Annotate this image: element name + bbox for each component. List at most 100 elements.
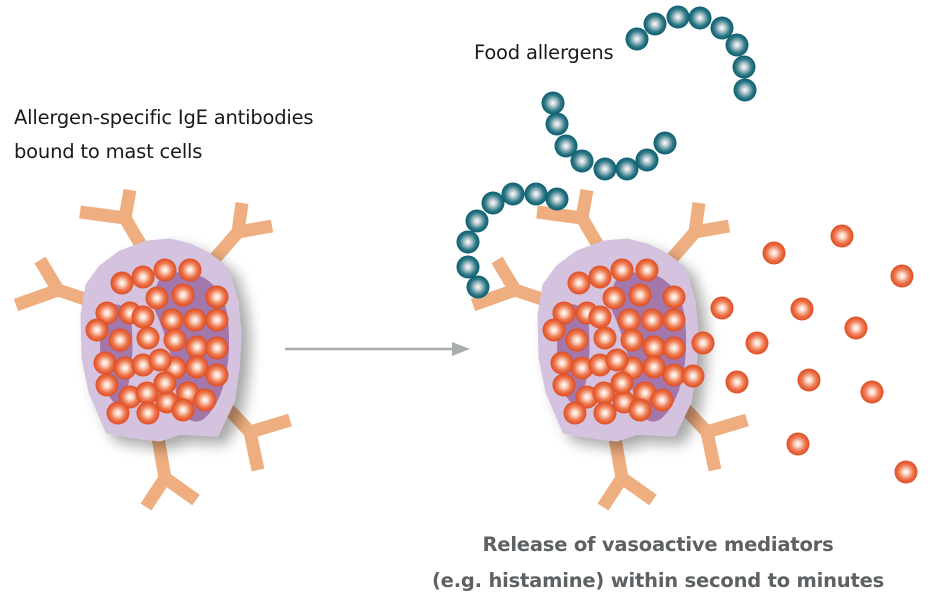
released-granules	[710, 224, 918, 484]
allergen-bead	[733, 78, 757, 102]
released-granule	[890, 264, 914, 288]
ige-antibody	[207, 202, 274, 267]
released-granule	[830, 224, 854, 248]
allergen-bead	[481, 191, 505, 215]
granule	[185, 335, 209, 359]
granule	[135, 381, 159, 405]
granule	[93, 351, 117, 375]
granule	[662, 285, 686, 309]
granule	[106, 401, 130, 425]
allergen-bead	[570, 149, 594, 173]
granule	[642, 335, 666, 359]
ige-antibody	[140, 436, 200, 511]
granule	[171, 398, 195, 422]
ige-antibody	[597, 436, 657, 511]
released-granule	[745, 331, 769, 355]
granule	[662, 336, 686, 360]
antibody-arm	[79, 205, 126, 225]
allergen-bead	[710, 16, 734, 40]
granule	[592, 381, 616, 405]
ige-antibody	[217, 397, 292, 472]
arrow-head-icon	[452, 342, 470, 356]
released-granule	[762, 241, 786, 265]
food-allergen-chains	[456, 5, 757, 299]
allergen-chain	[625, 5, 757, 102]
allergen-bead	[653, 131, 677, 155]
allergen-bead	[456, 230, 480, 254]
allergen-bead	[635, 148, 659, 172]
released-granule	[860, 380, 884, 404]
released-granule	[786, 432, 810, 456]
antibody-stem	[664, 227, 700, 267]
antibody-stem	[151, 436, 172, 480]
ige-antibody	[13, 256, 91, 312]
antibody-stem	[608, 436, 629, 480]
released-granule	[710, 296, 734, 320]
release-caption-line-2: (e.g. histamine) within second to minute…	[431, 569, 885, 592]
granule	[131, 265, 155, 289]
granule	[153, 371, 177, 395]
ige-antibody	[470, 256, 548, 312]
granule	[95, 301, 119, 325]
released-granule	[725, 370, 749, 394]
ige-label-line-1: Allergen-specific IgE antibodies	[14, 106, 314, 129]
granule	[610, 371, 634, 395]
granule	[160, 308, 184, 332]
antibody-arm	[118, 188, 137, 220]
granule	[136, 401, 160, 425]
granule	[131, 305, 155, 329]
allergen-bead	[554, 134, 578, 158]
granule	[593, 401, 617, 425]
intracellular-granules	[542, 258, 715, 425]
allergen-bead	[593, 157, 617, 181]
ige-antibody	[79, 188, 151, 256]
allergen-bead	[725, 33, 749, 57]
allergen-bead	[688, 6, 712, 30]
granule	[163, 328, 187, 352]
antibody-stem	[207, 227, 243, 267]
antibody-arm	[470, 283, 518, 312]
granule	[153, 258, 177, 282]
ige-antibody	[674, 397, 749, 472]
antibody-arm	[693, 219, 731, 239]
ige-antibody	[664, 202, 731, 267]
granule	[552, 373, 576, 397]
allergen-bead	[456, 255, 480, 279]
released-granule	[790, 297, 814, 321]
granule	[593, 326, 617, 350]
process-arrow	[285, 342, 470, 356]
granule	[640, 308, 664, 332]
antibody-arm	[618, 472, 657, 506]
antibody-arm	[236, 219, 274, 239]
allergen-bead	[545, 187, 569, 211]
food-allergens-label: Food allergens	[474, 41, 614, 64]
allergen-bead	[643, 12, 667, 36]
release-caption: Release of vasoactive mediators (e.g. hi…	[430, 527, 886, 599]
granule	[588, 265, 612, 289]
granule	[620, 328, 644, 352]
granule	[205, 285, 229, 309]
antibody-arm	[705, 413, 749, 439]
release-caption-line-1: Release of vasoactive mediators	[482, 533, 834, 556]
intracellular-granules	[85, 258, 229, 425]
antibody-arm	[700, 430, 722, 472]
antibody-stem	[512, 283, 548, 307]
granule	[610, 258, 634, 282]
allergen-bead	[541, 91, 565, 115]
allergen-chain	[541, 91, 677, 181]
ige-antibodies-label: Allergen-specific IgE antibodies bound t…	[14, 101, 314, 169]
released-granule	[797, 368, 821, 392]
granule	[95, 373, 119, 397]
granule	[605, 348, 629, 372]
allergen-bead	[625, 27, 649, 51]
granule	[617, 308, 641, 332]
granule	[635, 258, 659, 282]
granule	[570, 356, 594, 380]
antibody-arm	[536, 205, 583, 225]
allergen-bead	[545, 112, 569, 136]
granule	[628, 283, 652, 307]
antibody-arm	[161, 472, 200, 506]
antibody-arm	[248, 413, 292, 439]
antibody-arm	[243, 430, 265, 472]
granule	[171, 283, 195, 307]
